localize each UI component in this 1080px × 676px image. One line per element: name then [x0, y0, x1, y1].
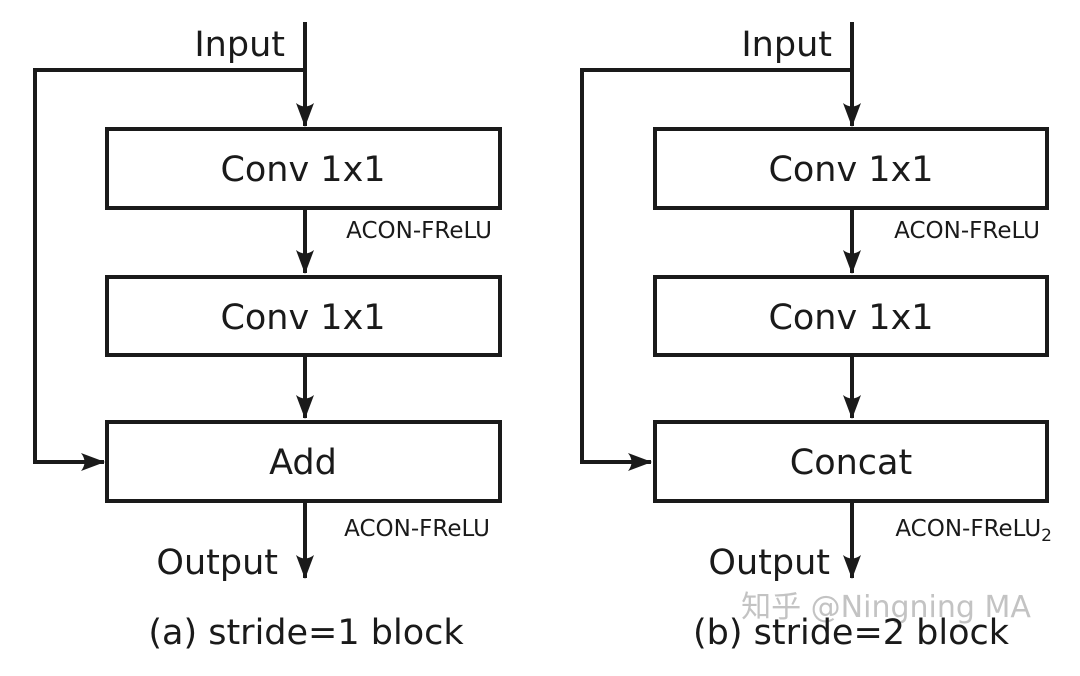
merge-label-b: Concat: [790, 443, 912, 483]
block-a: Input Conv 1x1 ACON-FReLU Conv 1x1 Add A…: [33, 22, 502, 653]
conv1-label-a: Conv 1x1: [220, 150, 385, 190]
caption-b: (b) stride=2 block: [693, 613, 1010, 653]
skip-connection-line-a: [33, 68, 305, 471]
input-label-b: Input: [741, 25, 832, 65]
skip-connection-line-b: [580, 68, 852, 471]
merge-box-a: [105, 420, 502, 503]
svg-text:ACON-FReLU2: ACON-FReLU2: [895, 516, 1052, 546]
input-label-a: Input: [194, 25, 285, 65]
watermark-text: 知乎 @Ningning MA: [741, 590, 1031, 625]
activation1-label-b: ACON-FReLU: [894, 218, 1040, 244]
activation2-label-a: ACON-FReLU: [344, 516, 490, 542]
conv2-label-b: Conv 1x1: [768, 298, 933, 338]
block-b: Input Conv 1x1 ACON-FReLU Conv 1x1 Conca…: [580, 22, 1052, 653]
conv2-label-a: Conv 1x1: [220, 298, 385, 338]
conv2-box-a: [105, 275, 502, 357]
conv1-label-b: Conv 1x1: [768, 150, 933, 190]
activation2-label-b: ACON-FReLU: [895, 516, 1041, 542]
conv1-box-a: [105, 127, 502, 210]
svg-text:ACON-FReLU: ACON-FReLU: [344, 516, 490, 542]
output-label-a: Output: [156, 543, 278, 583]
activation1-label-a: ACON-FReLU: [346, 218, 492, 244]
merge-label-a: Add: [269, 443, 337, 483]
output-label-b: Output: [708, 543, 830, 583]
caption-a: (a) stride=1 block: [148, 613, 464, 653]
activation2-subscript-b: 2: [1041, 526, 1052, 546]
